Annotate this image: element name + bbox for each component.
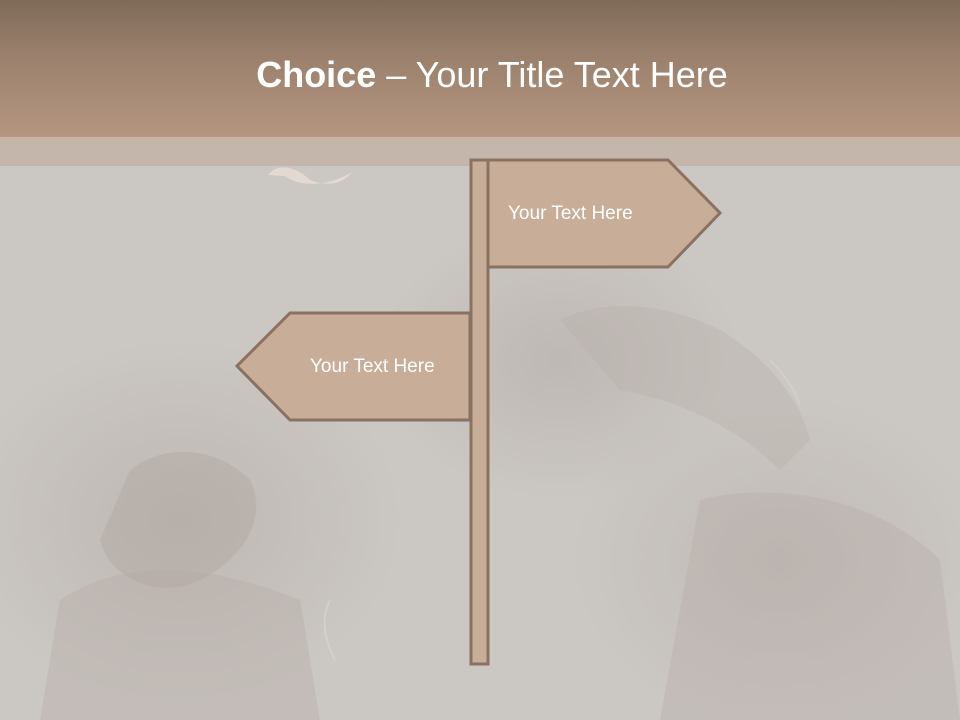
left-sign-label[interactable]: Your Text Here [310, 356, 435, 377]
slide-title[interactable]: Choice – Your Title Text Here [0, 52, 960, 98]
right-sign-label[interactable]: Your Text Here [508, 203, 633, 224]
title-bar [0, 0, 960, 137]
signpost-pole[interactable] [469, 158, 490, 666]
slide-title-bold: Choice [256, 54, 377, 95]
slide-title-text: Your Title Text Here [415, 54, 728, 95]
slide-title-separator: – [376, 54, 416, 95]
